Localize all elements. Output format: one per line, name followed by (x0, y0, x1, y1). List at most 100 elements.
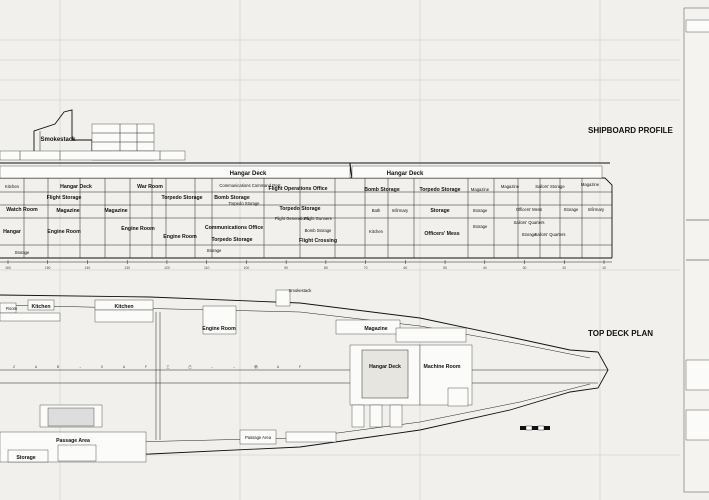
room-watch-room: Watch Room (6, 207, 38, 213)
room-storage: Storage (473, 224, 488, 229)
room-hangar-deck: Hangar Deck (230, 171, 267, 177)
room-bomb-storage: Bomb Storage (214, 195, 250, 201)
room-storage: Storage (207, 248, 222, 253)
room-storage: Storage (15, 250, 30, 255)
room-torpedo-storage: Torpedo Storage (211, 237, 252, 243)
frame-number-label: 150 (45, 266, 51, 270)
room-officers-mess: Officers' Mess (516, 207, 542, 212)
room-hangar-deck: Hangar Deck (387, 171, 424, 177)
room-storage: Storage (473, 208, 488, 213)
room-flight-generations: Flight Generations (275, 216, 309, 221)
centreline-marker: → (210, 365, 213, 369)
deck-engine-room: Engine Room (202, 326, 236, 332)
room-war-room: War Room (137, 184, 163, 190)
next-sheet-edge (683, 7, 709, 493)
room-flight-storage: Flight Storage (47, 195, 82, 201)
frame-number-label: 20 (562, 266, 566, 270)
room-communications-command-post: Communications Command Post (219, 183, 281, 188)
deck-plan-labels: Room Kitchen Kitchen Smokestack Magazine… (6, 288, 461, 461)
room-officers-mess: Officers' Mess (424, 231, 459, 237)
frame-number-label: 120 (164, 266, 170, 270)
room-engine-room: Engine Room (121, 226, 155, 232)
deck-smokestack: Smokestack (289, 288, 313, 293)
centreline-marker: δ (101, 365, 103, 369)
room-storage: Storage (522, 232, 537, 237)
room-sailors-storage: Sailors' Storage (535, 184, 565, 189)
frame-number-label: 70 (364, 266, 368, 270)
deck-kitchen: Kitchen (114, 304, 133, 310)
room-magazine: Magazine (104, 208, 127, 214)
deck-plan-title: TOP DECK PLAN (588, 329, 653, 338)
room-magazine: Magazine (56, 208, 79, 214)
deck-plan-structures (0, 289, 473, 463)
deck-machine-room: Machine Room (424, 364, 461, 370)
deck-passage-area: Passage Area (245, 435, 272, 440)
centreline-marker: B (57, 365, 60, 369)
room-storage: Storage (430, 208, 449, 214)
profile-title: SHIPBOARD PROFILE (588, 126, 674, 135)
frame-number-label: 110 (204, 266, 210, 270)
room-hangar-deck: Hangar Deck (60, 184, 92, 190)
deck-kitchen: Kitchen (31, 304, 50, 310)
frame-number-label: 40 (483, 266, 487, 270)
room-engine-room: Engine Room (163, 234, 197, 240)
centreline-marker: → (232, 365, 235, 369)
frame-number-label: 130 (124, 266, 130, 270)
room-flight-crossing: Flight Crossing (299, 238, 337, 244)
room-magazine: Magazine (471, 187, 490, 192)
room-bomb-storage: Bomb Storage (364, 187, 400, 193)
scale-bar (520, 425, 550, 431)
deck-passage-area: Passage Area (56, 438, 90, 444)
deck-plan-hull (0, 294, 609, 456)
room-communications-office: Communications Office (205, 225, 263, 231)
frame-number-label: 60 (403, 266, 407, 270)
room-magazine: Magazine (581, 182, 600, 187)
profile-room-labels: Hangar Deck Hangar Deck Hangar Deck War … (3, 171, 605, 255)
frame-number-label: 140 (85, 266, 91, 270)
frame-number-label: 10 (602, 266, 606, 270)
deck-hangar-deck: Hangar Deck (369, 364, 401, 370)
frame-number-label: 160 (5, 266, 11, 270)
centreline-marker: 積 (254, 364, 258, 369)
room-magazine: Magazine (501, 184, 520, 189)
frame-number-label: 50 (443, 266, 447, 270)
frame-number-label: 30 (523, 266, 527, 270)
room-torpedo-storage: Torpedo Storage (161, 195, 202, 201)
frame-number-label: 100 (244, 266, 250, 270)
centreline-marker: → (78, 365, 81, 369)
room-storage: Storage (564, 207, 579, 212)
profile-hull (0, 162, 613, 259)
room-infirmary: Infirmary (392, 208, 409, 213)
deck-centreline-markers: Z A B → δ A F 工 己 → → 積 A F (13, 364, 301, 369)
deck-storage: Storage (16, 455, 35, 461)
centreline-marker: A (277, 365, 280, 369)
room-bomb-storage: Bomb Storage (305, 228, 332, 233)
room-kitchen: Kitchen (5, 184, 20, 189)
deck-room: Room (6, 306, 18, 311)
deck-magazine: Magazine (364, 326, 387, 332)
profile-bulkheads (23, 178, 583, 258)
room-torpedo-storage: Torpedo Storage (279, 206, 320, 212)
room-torpedo-storage: Torpedo Storage (419, 187, 460, 193)
room-hangar: Hangar (3, 229, 21, 235)
centreline-marker: Z (13, 365, 15, 369)
centreline-marker: 己 (188, 365, 192, 369)
room-kitchen: Kitchen (369, 229, 384, 234)
room-torpedo-storage: Torpedo Storage (229, 201, 261, 206)
centreline-marker: A (123, 365, 126, 369)
profile-smokestack-label: Smokestack (40, 137, 76, 143)
room-sailors-quarters: Sailors' Quarters (513, 220, 544, 225)
room-flight-gunners: Flight Gunners (304, 216, 331, 221)
frame-number-label: 80 (324, 266, 328, 270)
superstructure (0, 109, 186, 161)
room-flight-operations-office: Flight Operations Office (268, 186, 327, 192)
centreline-marker: 工 (166, 365, 170, 369)
room-engine-room: Engine Room (47, 229, 81, 235)
room-sailors-quarters: Sailors' Quarters (534, 232, 565, 237)
centreline-marker: F (299, 365, 301, 369)
centreline-marker: A (35, 365, 38, 369)
centreline-marker: F (145, 365, 147, 369)
